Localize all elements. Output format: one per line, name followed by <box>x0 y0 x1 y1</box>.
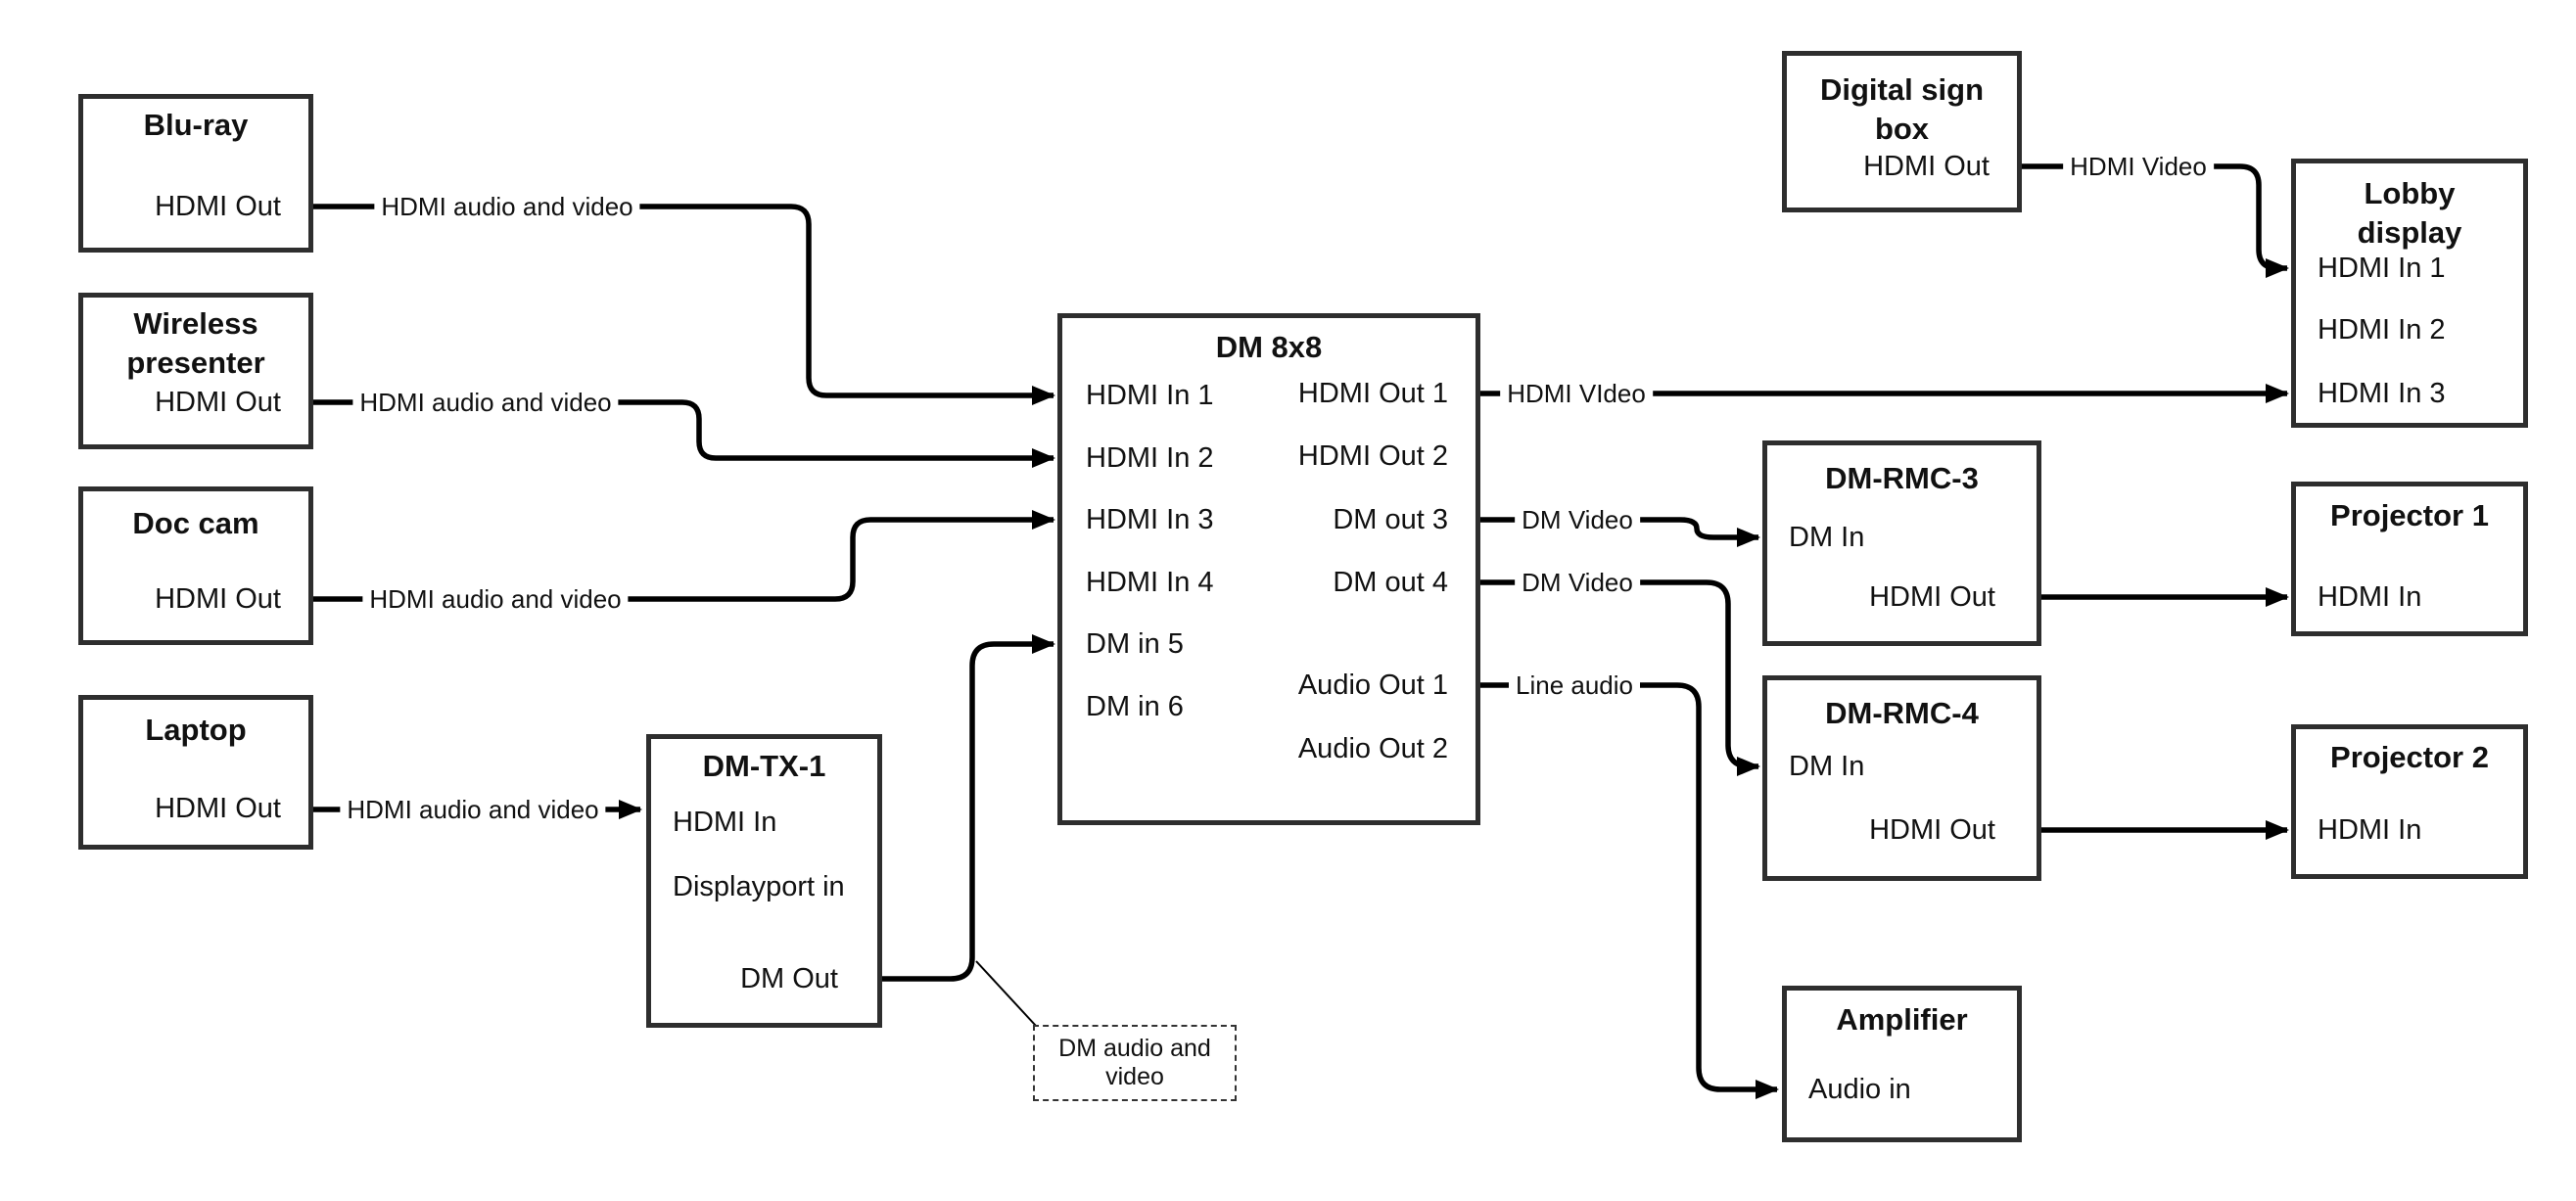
label-out4-cable: DM Video <box>1515 568 1640 597</box>
port-dm-8x8-audio-out-2: Audio Out 2 <box>1297 733 1448 764</box>
node-title-dm-rmc-3: DM-RMC-3 <box>1825 461 1979 495</box>
label-audio1-cable: Line audio <box>1509 670 1640 700</box>
port-dm-rmc-3-dm-in: DM In <box>1789 522 1865 553</box>
port-amplifier-audio-in: Audio in <box>1808 1074 1911 1105</box>
label-doccam-cable: HDMI audio and video <box>362 584 629 614</box>
port-blu-ray-hdmi-out: HDMI Out <box>155 191 281 222</box>
node-title-laptop: Laptop <box>145 713 247 747</box>
port-laptop-hdmi-out: HDMI Out <box>155 793 281 824</box>
port-wireless-presenter-hdmi-out: HDMI Out <box>155 387 281 418</box>
label-wireless-cable: HDMI audio and video <box>352 388 619 417</box>
port-dm-8x8-hdmi-in-3: HDMI In 3 <box>1086 504 1214 535</box>
label-digsign-cable: HDMI Video <box>2063 152 2214 181</box>
edge-bluray-to-dm8x8-in1 <box>313 204 1055 405</box>
port-lobby-display-hdmi-in-3: HDMI In 3 <box>2318 378 2446 409</box>
port-dm-tx-1-displayport-in: Displayport in <box>673 871 845 902</box>
port-dm-8x8-hdmi-in-4: HDMI In 4 <box>1086 567 1214 598</box>
edge-note-callout <box>975 960 1037 1027</box>
port-dm-rmc-3-hdmi-out: HDMI Out <box>1869 581 1995 613</box>
port-dm-8x8-dm-in-5: DM in 5 <box>1086 628 1184 660</box>
port-doc-cam-hdmi-out: HDMI Out <box>155 583 281 615</box>
port-dm-tx-1-dm-out: DM Out <box>740 963 838 994</box>
edge-dmtx1-to-dm8x8-in5 <box>882 634 1055 982</box>
node-dm-rmc-4: DM-RMC-4 DM In HDMI Out <box>1762 675 2041 881</box>
node-title-dm-tx-1: DM-TX-1 <box>702 749 826 783</box>
port-dm-rmc-4-dm-in: DM In <box>1789 751 1865 782</box>
node-title-wireless-presenter: Wireless presenter <box>126 306 265 380</box>
node-title-projector-2: Projector 2 <box>2330 740 2489 774</box>
node-title-projector-1: Projector 1 <box>2330 498 2489 532</box>
port-dm-tx-1-hdmi-in: HDMI In <box>673 807 777 838</box>
port-dm-rmc-4-hdmi-out: HDMI Out <box>1869 814 1995 846</box>
port-dm-8x8-hdmi-out-1: HDMI Out 1 <box>1297 378 1448 409</box>
port-lobby-display-hdmi-in-2: HDMI In 2 <box>2318 314 2446 346</box>
port-dm-8x8-audio-out-1: Audio Out 1 <box>1297 670 1448 701</box>
label-bluray-cable: HDMI audio and video <box>374 192 640 221</box>
edge-dm8x8-audio1-to-amplifier <box>1480 682 1779 1099</box>
node-title-digital-sign-box: Digital sign box <box>1819 72 1985 146</box>
edge-dm8x8-out4-to-dmrmc4 <box>1480 579 1760 776</box>
node-projector-2: Projector 2 HDMI In <box>2291 724 2528 879</box>
port-dm-8x8-dm-in-6: DM in 6 <box>1086 691 1184 722</box>
port-dm-8x8-hdmi-out-2: HDMI Out 2 <box>1297 440 1448 472</box>
port-dm-8x8-dm-out-3: DM out 3 <box>1333 504 1448 535</box>
port-dm-8x8-hdmi-in-2: HDMI In 2 <box>1086 442 1214 474</box>
port-projector-1-hdmi-in: HDMI In <box>2318 581 2422 613</box>
port-dm-8x8-dm-out-4: DM out 4 <box>1333 567 1448 598</box>
node-title-dm-8x8: DM 8x8 <box>1215 330 1323 364</box>
port-dm-8x8-hdmi-in-1: HDMI In 1 <box>1086 380 1214 411</box>
label-laptop-cable: HDMI audio and video <box>340 795 606 824</box>
edge-dm8x8-out3-to-dmrmc3 <box>1480 517 1760 547</box>
label-out3-cable: DM Video <box>1515 505 1640 534</box>
dm-audio-video-note: DM audio and video <box>1033 1025 1237 1101</box>
label-out1-cable: HDMI VIdeo <box>1500 379 1653 408</box>
node-title-dm-rmc-4: DM-RMC-4 <box>1825 696 1979 730</box>
edge-digsign-to-lobby-in1 <box>2022 163 2289 278</box>
node-title-lobby-display: Lobby display <box>2357 176 2462 250</box>
node-projector-1: Projector 1 HDMI In <box>2291 482 2528 636</box>
port-digital-sign-box-hdmi-out: HDMI Out <box>1863 151 1990 182</box>
port-projector-2-hdmi-in: HDMI In <box>2318 814 2422 846</box>
port-lobby-display-hdmi-in-1: HDMI In 1 <box>2318 253 2446 284</box>
edge-wireless-to-dm8x8-in2 <box>313 399 1055 468</box>
node-title-amplifier: Amplifier <box>1836 1002 1968 1037</box>
node-title-doc-cam: Doc cam <box>132 506 259 540</box>
edge-doccam-to-dm8x8-in3 <box>313 510 1055 602</box>
node-title-blu-ray: Blu-ray <box>143 108 249 142</box>
